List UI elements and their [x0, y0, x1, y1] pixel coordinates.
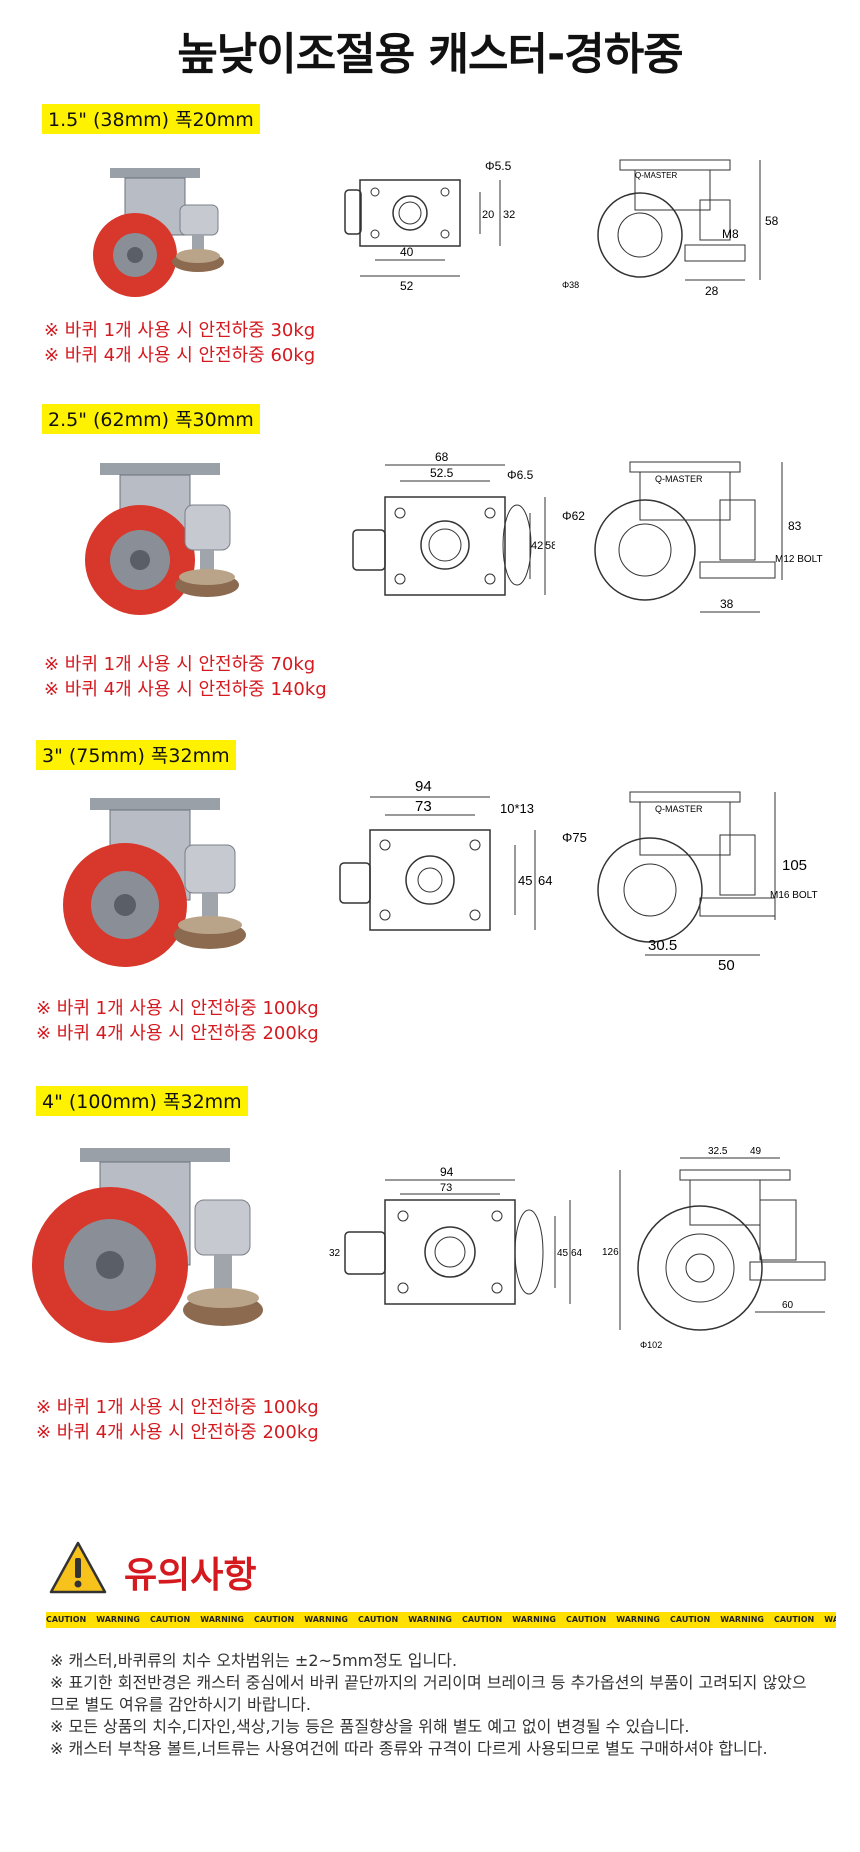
section-3-size-label: 3" (75mm) 폭32mm [36, 740, 236, 770]
section-1-dim-pad: 28 [705, 284, 719, 298]
caution-notes: ※ 캐스터,바퀴류의 치수 오차범위는 ±2~5mm정도 입니다. ※ 표기한 … [50, 1650, 820, 1760]
caution-tape-word: CAUTION [254, 1615, 295, 1624]
section-4-dim-height: 126 [602, 1247, 619, 1258]
section-2-note-1: ※ 바퀴 1개 사용 시 안전하중 70kg [44, 654, 316, 675]
section-2-size-label: 2.5" (62mm) 폭30mm [42, 404, 260, 434]
section-3-side-view-drawing: Q-MASTER 105 M16 BOLT 30.5 50 Φ75 [562, 791, 818, 970]
page-title: 높낮이조절용 캐스터-경하중 [177, 29, 683, 80]
section-3-dim-height: 105 [782, 857, 807, 874]
section-4-dim-w-inner: 73 [440, 1182, 452, 1194]
section-2-dim-hole: Φ6.5 [507, 468, 534, 482]
section-2-side-view-drawing: Q-MASTER 83 M12 BOLT 38 Φ62 [562, 461, 823, 613]
section-4-note-1: ※ 바퀴 1개 사용 시 안전하중 100kg [36, 1397, 319, 1418]
section-4-dim-h-inner: 45 [557, 1248, 569, 1259]
section-2-dim-pad: 38 [720, 597, 734, 611]
section-2-note-2: ※ 바퀴 4개 사용 시 안전하중 140kg [44, 679, 327, 700]
caution-note-1: ※ 캐스터,바퀴류의 치수 오차범위는 ±2~5mm정도 입니다. [50, 1651, 458, 1670]
section-1-caster-photo [93, 168, 224, 297]
section-2-caster-photo [85, 463, 239, 615]
section-1-dim-wheel: Φ38 [562, 280, 579, 290]
section-2-dim-w-outer: 68 [435, 450, 449, 464]
caution-note-3: ※ 모든 상품의 치수,디자인,색상,기능 등은 품질향상을 위해 별도 예고 … [50, 1717, 690, 1736]
section-3-top-view-drawing: 94 73 10*13 45 64 [339, 778, 552, 931]
caution-tape-word: CAUTION [358, 1615, 399, 1624]
section-3-dim-h-inner: 45 [518, 873, 532, 888]
section-2-dim-bolt: M12 BOLT [775, 554, 823, 565]
section-1-side-view-drawing: Q-MASTER 58 M8 28 Φ38 [562, 159, 779, 298]
section-3-dim-bolt: M16 BOLT [770, 890, 818, 901]
caution-tape-word: WARNING [96, 1615, 140, 1624]
section-2-dim-height: 83 [788, 519, 802, 533]
section-4-dim-h-outer: 64 [571, 1248, 583, 1259]
section-3-dim-offset: 30.5 [648, 937, 677, 954]
caution-title: 유의사항 [124, 1555, 257, 1596]
section-1-dim-h-outer: 32 [503, 209, 515, 221]
section-4-note-2: ※ 바퀴 4개 사용 시 안전하중 200kg [36, 1422, 319, 1443]
caution-tape-word: WARNING [512, 1615, 556, 1624]
section-3-dim-h-outer: 64 [538, 873, 552, 888]
caution-tape-word: WARNING [824, 1615, 836, 1624]
caution-tape-word: CAUTION [670, 1615, 711, 1624]
caution-note-2: ※ 표기한 회전반경은 캐스터 중심에서 바퀴 끝단까지의 거리이며 브레이크 … [50, 1673, 807, 1714]
section-1-dim-w-inner: 40 [400, 245, 414, 259]
section-4-dim-wheel: Φ102 [640, 1340, 662, 1350]
section-3-dim-hole: 10*13 [500, 801, 534, 816]
section-4-dim-pad: 60 [782, 1300, 794, 1311]
caution-tape-word: CAUTION [462, 1615, 503, 1624]
section-2-top-view-drawing: 68 52.5 Φ6.5 42 58 [352, 450, 555, 596]
caution-note-4: ※ 캐스터 부착용 볼트,너트류는 사용여건에 따라 종류와 규격이 다르게 사… [50, 1739, 768, 1758]
section-4-size-label: 4" (100mm) 폭32mm [36, 1086, 248, 1116]
section-1-note-2: ※ 바퀴 4개 사용 시 안전하중 60kg [44, 345, 316, 366]
section-2-brand: Q-MASTER [655, 474, 703, 484]
section-4-dim-w-outer: 94 [440, 1165, 454, 1179]
section-1-dim-bolt: M8 [722, 227, 739, 241]
section-1-dim-hole: Φ5.5 [485, 159, 512, 173]
section-2-dim-wheel: Φ62 [562, 509, 585, 523]
section-2-notes: ※ 바퀴 1개 사용 시 안전하중 70kg ※ 바퀴 4개 사용 시 안전하중… [44, 652, 327, 702]
section-3-notes: ※ 바퀴 1개 사용 시 안전하중 100kg ※ 바퀴 4개 사용 시 안전하… [36, 996, 319, 1046]
section-1-dim-height: 58 [765, 214, 779, 228]
section-1-top-view-drawing: 40 52 20 32 Φ5.5 [344, 159, 515, 293]
section-2-dim-h-outer: 58 [545, 540, 555, 552]
section-1-note-1: ※ 바퀴 1개 사용 시 안전하중 30kg [44, 320, 316, 341]
section-1-brand: Q-MASTER [635, 171, 677, 180]
caution-tape-word: WARNING [408, 1615, 452, 1624]
caution-tape-word: CAUTION [150, 1615, 191, 1624]
section-3-dim-pad: 50 [718, 957, 735, 970]
section-3-caster-photo [63, 798, 246, 967]
section-4-top-view-drawing: 94 73 32 45 64 [329, 1165, 583, 1305]
section-1-notes: ※ 바퀴 1개 사용 시 안전하중 30kg ※ 바퀴 4개 사용 시 안전하중… [44, 318, 315, 368]
caution-tape-word: WARNING [616, 1615, 660, 1624]
section-4-notes: ※ 바퀴 1개 사용 시 안전하중 100kg ※ 바퀴 4개 사용 시 안전하… [36, 1395, 319, 1445]
section-4-side-view-drawing: 32.5 49 126 60 Φ102 [602, 1146, 826, 1350]
section-2-dim-w-inner: 52.5 [430, 466, 454, 480]
section-1-dim-h-inner: 20 [482, 209, 494, 221]
section-4-dim-top-a: 32.5 [708, 1146, 728, 1157]
section-4-dim-top-b: 49 [750, 1146, 762, 1157]
warning-triangle-icon [49, 1541, 107, 1594]
section-1-size-label: 1.5" (38mm) 폭20mm [42, 104, 260, 134]
caution-tape-word: CAUTION [566, 1615, 607, 1624]
section-4-dim-h-left: 32 [329, 1248, 341, 1259]
section-3-brand: Q-MASTER [655, 804, 703, 814]
caution-tape-word: WARNING [304, 1615, 348, 1624]
caution-tape: CAUTION WARNING CAUTION WARNING CAUTION WARNI… [46, 1612, 836, 1628]
caution-tape-word: CAUTION [46, 1615, 87, 1624]
caution-tape-word: WARNING [720, 1615, 764, 1624]
section-3-dim-wheel: Φ75 [562, 830, 587, 845]
section-3-note-1: ※ 바퀴 1개 사용 시 안전하중 100kg [36, 998, 319, 1019]
caution-tape-word: WARNING [200, 1615, 244, 1624]
section-2-dim-h-inner: 42 [531, 540, 543, 552]
section-4-caster-photo [32, 1148, 263, 1343]
caution-tape-word: CAUTION [774, 1615, 815, 1624]
section-3-note-2: ※ 바퀴 4개 사용 시 안전하중 200kg [36, 1023, 319, 1044]
section-3-dim-w-outer: 94 [415, 778, 432, 795]
section-3-dim-w-inner: 73 [415, 798, 432, 815]
section-1-dim-w-outer: 52 [400, 279, 414, 293]
